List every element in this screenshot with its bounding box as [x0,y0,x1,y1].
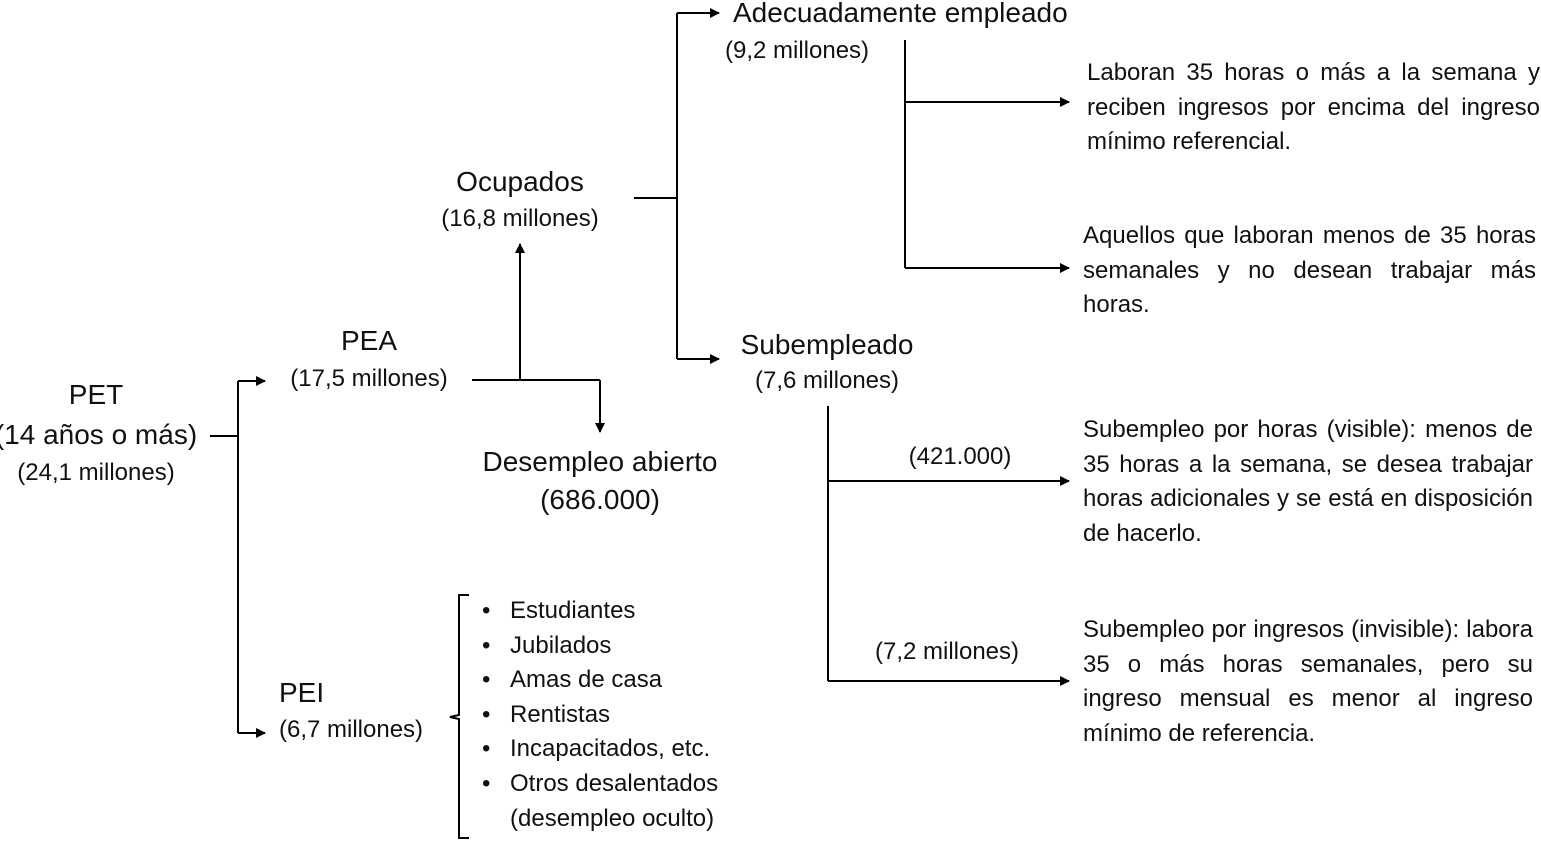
bullet-icon: • [482,735,491,763]
sub-horas-value: (421.000) [908,443,1012,470]
list-item-label: Jubilados [510,631,612,659]
bullet-icon: • [482,769,491,797]
ocupados-title: Ocupados [456,166,584,197]
list-item-label: Rentistas [510,700,611,728]
subempleado-title: Subempleado [740,329,914,360]
sub-ingresos-value: (7,2 millones) [874,638,1020,665]
pea-value: (17,5 millones) [290,365,448,392]
list-item: • Incapacitados, etc. [478,732,718,767]
list-item: (desempleo oculto) [478,802,718,837]
list-item-label: Incapacitados, etc. [510,735,711,763]
ocupados-value: (16,8 millones) [441,205,599,232]
pei-value: (6,7 millones) [279,716,424,743]
adecuado-value: (9,2 millones) [725,37,870,64]
bullet-icon: • [482,666,491,694]
list-item-label: Estudiantes [510,597,636,624]
adecuado-title: Adecuadamente empleado [733,0,1068,28]
desempleo-title: Desempleo abierto [482,446,718,477]
adecuado-desc-horas: Aquellos que laboran menos de 35 horas s… [1083,222,1536,318]
list-item: • Amas de casa [478,663,718,698]
desempleo-value: (686.000) [540,484,660,515]
sub-horas-desc: Subempleo por horas (visible): menos de … [1083,416,1533,547]
bullet-icon: • [482,700,491,728]
pea-title: PEA [340,325,398,356]
pet-age-range: (14 años o más) [0,419,198,450]
list-item: • Rentistas [478,698,718,733]
adecuado-desc-ingresos: Laboran 35 horas o más a la semana y rec… [1087,59,1540,155]
list-item-label: Otros desalentados [510,769,719,797]
list-item: • Otros desalentados [478,767,718,802]
pei-list: • Estudiantes • Jubilados • Amas de casa • R… [478,594,718,836]
list-item-label: (desempleo oculto) [510,804,715,832]
bullet-icon: • [482,597,491,624]
sub-ingresos-desc: Subempleo por ingresos (invisible): labo… [1083,616,1533,747]
pei-title: PEI [279,677,325,708]
bullet-icon: • [482,631,491,659]
list-item-label: Amas de casa [510,666,663,694]
subempleado-value: (7,6 millones) [754,367,900,394]
pet-value: (24,1 millones) [17,459,175,486]
pei-list-brace [449,594,469,839]
list-item: • Estudiantes [478,594,718,629]
pet-title: PET [68,379,124,410]
list-item: • Jubilados [478,629,718,664]
